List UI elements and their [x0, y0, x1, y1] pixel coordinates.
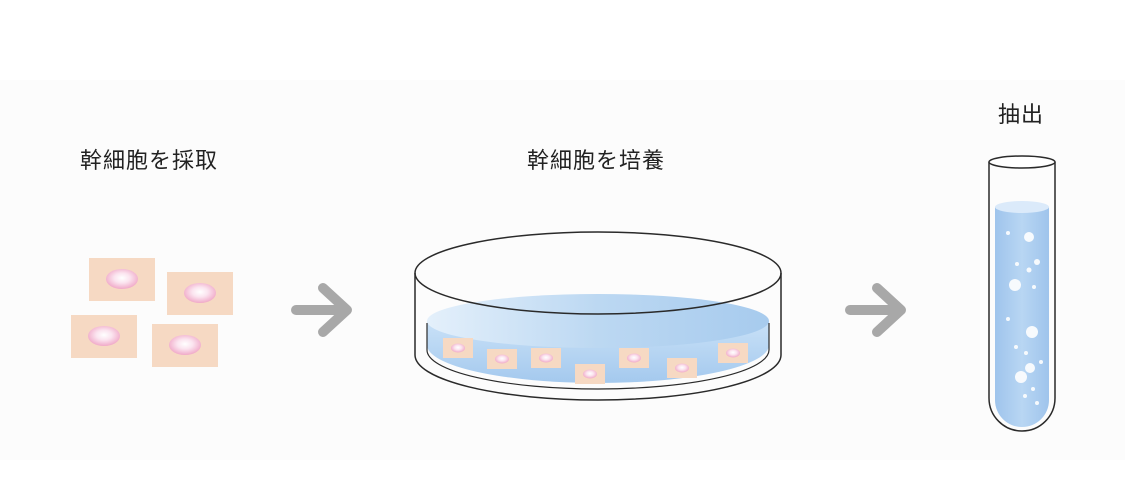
diagram-background: [0, 80, 1125, 460]
cell-icon: [619, 348, 649, 368]
step-label-extract: 抽出: [998, 103, 1045, 128]
cell-icon: [89, 258, 155, 301]
cultured-cells: [443, 338, 748, 384]
cell-icon: [167, 272, 233, 315]
cell-icon: [531, 348, 561, 368]
step-label-culture: 幹細胞を培養: [527, 149, 666, 174]
step-label-collect: 幹細胞を採取: [80, 149, 219, 174]
cell-icon: [575, 364, 605, 384]
test-tube-icon: [988, 155, 1056, 432]
cell-icon: [152, 324, 218, 367]
collected-cells: [71, 258, 233, 367]
cell-icon: [667, 358, 697, 378]
bubble-icon: [1006, 231, 1043, 405]
cell-icon: [487, 349, 517, 369]
cell-icon: [718, 343, 748, 363]
petri-dish-icon: [414, 231, 782, 401]
cell-icon: [443, 338, 473, 358]
cell-icon: [71, 315, 137, 358]
right-arrow-icon: [291, 283, 352, 337]
right-arrow-icon: [845, 283, 906, 337]
